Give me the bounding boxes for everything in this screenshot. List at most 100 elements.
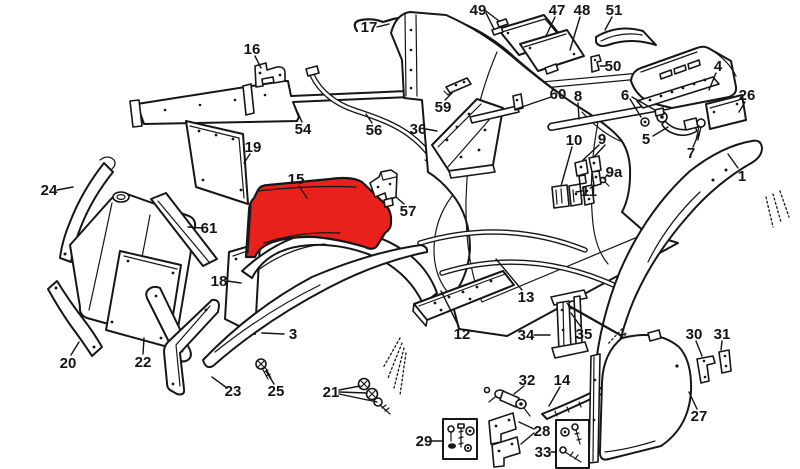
part-30-bracket xyxy=(696,355,716,384)
leader-line-19 xyxy=(243,153,251,164)
part-label-25: 25 xyxy=(268,383,285,400)
panel-edge xyxy=(175,305,211,387)
part-label-48: 48 xyxy=(574,2,591,19)
leader-line-6 xyxy=(629,98,642,118)
door-jamb-rear xyxy=(465,51,498,303)
part-label-14: 14 xyxy=(554,372,571,389)
leader-line-21 xyxy=(338,391,368,394)
part-48-floorboard xyxy=(519,29,585,75)
bracket-flange xyxy=(443,90,453,96)
hinge-b-tab xyxy=(591,170,602,187)
strap-body xyxy=(499,390,520,408)
leader-line-56 xyxy=(365,113,373,124)
leader-line-59 xyxy=(444,92,453,101)
leader-line-22 xyxy=(142,337,145,355)
part-label-29: 29 xyxy=(416,433,433,450)
part-label-3: 3 xyxy=(289,326,297,343)
leader-line-28 xyxy=(518,421,535,430)
leader-line-28 xyxy=(520,432,535,445)
arch-inner xyxy=(257,243,326,271)
board-edge xyxy=(418,273,506,307)
pillar-edges xyxy=(404,13,418,97)
plate-outline xyxy=(551,184,570,209)
hinge-arm xyxy=(661,120,698,137)
rod-tips xyxy=(566,302,626,339)
flap-fold xyxy=(600,33,643,42)
bracket-foot xyxy=(551,341,589,359)
leader-line-20 xyxy=(70,341,80,356)
latch-a-rib xyxy=(572,189,575,203)
grommet xyxy=(448,443,456,449)
leader-line-23 xyxy=(211,376,228,389)
part-13-deck-rails xyxy=(417,229,619,289)
part-label-59: 59 xyxy=(435,99,452,116)
part-35-rod xyxy=(566,302,626,339)
fender-crease xyxy=(214,284,321,353)
rod-line xyxy=(567,304,624,338)
washer-slot xyxy=(360,380,368,388)
plate-outline xyxy=(718,349,732,374)
panel-outline xyxy=(185,120,249,205)
part-5-hinge xyxy=(656,111,699,137)
part-label-16: 16 xyxy=(244,41,261,58)
hinge-b xyxy=(588,155,602,173)
pin xyxy=(654,107,665,117)
strap-outline xyxy=(47,280,103,357)
part-label-47: 47 xyxy=(549,2,566,19)
part-26-side-panel xyxy=(705,94,747,130)
bolt-head xyxy=(457,423,465,429)
leader-line-11 xyxy=(575,190,583,193)
part-label-13: 13 xyxy=(518,289,535,306)
leader-line-16 xyxy=(254,55,262,69)
part-label-12: 12 xyxy=(454,326,471,343)
strip-outline xyxy=(588,353,601,464)
quarter-panel-red-fill xyxy=(244,176,393,259)
left-fold-line xyxy=(247,205,252,254)
bracket-outline xyxy=(254,62,286,88)
washer-slot xyxy=(368,390,376,398)
leader-line-31 xyxy=(720,340,723,351)
part-31-plate xyxy=(718,349,732,374)
part-11-latch-pieces xyxy=(568,183,595,207)
strap-pins xyxy=(488,396,531,417)
part-label-19: 19 xyxy=(245,139,262,156)
part-label-30: 30 xyxy=(686,326,703,343)
part-4-firewall xyxy=(630,45,738,109)
strap-pin-head xyxy=(483,386,491,394)
rail-b-inner xyxy=(440,260,618,288)
part-label-28: 28 xyxy=(534,423,551,440)
leader-line-26 xyxy=(738,101,746,113)
part-label-17: 17 xyxy=(361,19,378,36)
leader-line-36 xyxy=(425,128,438,132)
strap-outline xyxy=(59,162,114,263)
leader-line-21 xyxy=(338,385,361,391)
leader-line-7 xyxy=(692,130,701,148)
rail-a-inner xyxy=(418,230,587,252)
part-28-brackets xyxy=(488,412,521,468)
part-label-60: 60 xyxy=(550,86,567,103)
leader-line-57 xyxy=(395,196,405,205)
plate-ribs xyxy=(555,188,563,205)
tray-slot xyxy=(673,64,687,75)
rail-outline xyxy=(469,105,520,124)
part-27-door xyxy=(598,329,693,461)
part-label-54: 54 xyxy=(295,121,312,138)
clip xyxy=(491,26,504,36)
rail-end-plate xyxy=(129,99,143,128)
top-fold-line xyxy=(257,185,357,192)
tray-slot xyxy=(659,69,673,80)
part-label-61: 61 xyxy=(201,220,218,237)
part-23-splash-panel xyxy=(163,298,220,396)
part-label-31: 31 xyxy=(714,326,731,343)
part-57-bracket xyxy=(369,169,398,208)
channel-outline xyxy=(150,192,218,267)
part-label-36: 36 xyxy=(410,121,427,138)
arch-edge-line xyxy=(263,232,341,244)
leader-line-48 xyxy=(569,16,581,51)
leader-line-47 xyxy=(545,16,556,37)
bulkhead-creases xyxy=(437,103,490,169)
labels-layer: 134567899a101112131415161718192021222324… xyxy=(41,2,756,461)
panel-edge xyxy=(123,255,178,270)
latch-b xyxy=(582,184,595,206)
board-edge xyxy=(523,33,567,48)
